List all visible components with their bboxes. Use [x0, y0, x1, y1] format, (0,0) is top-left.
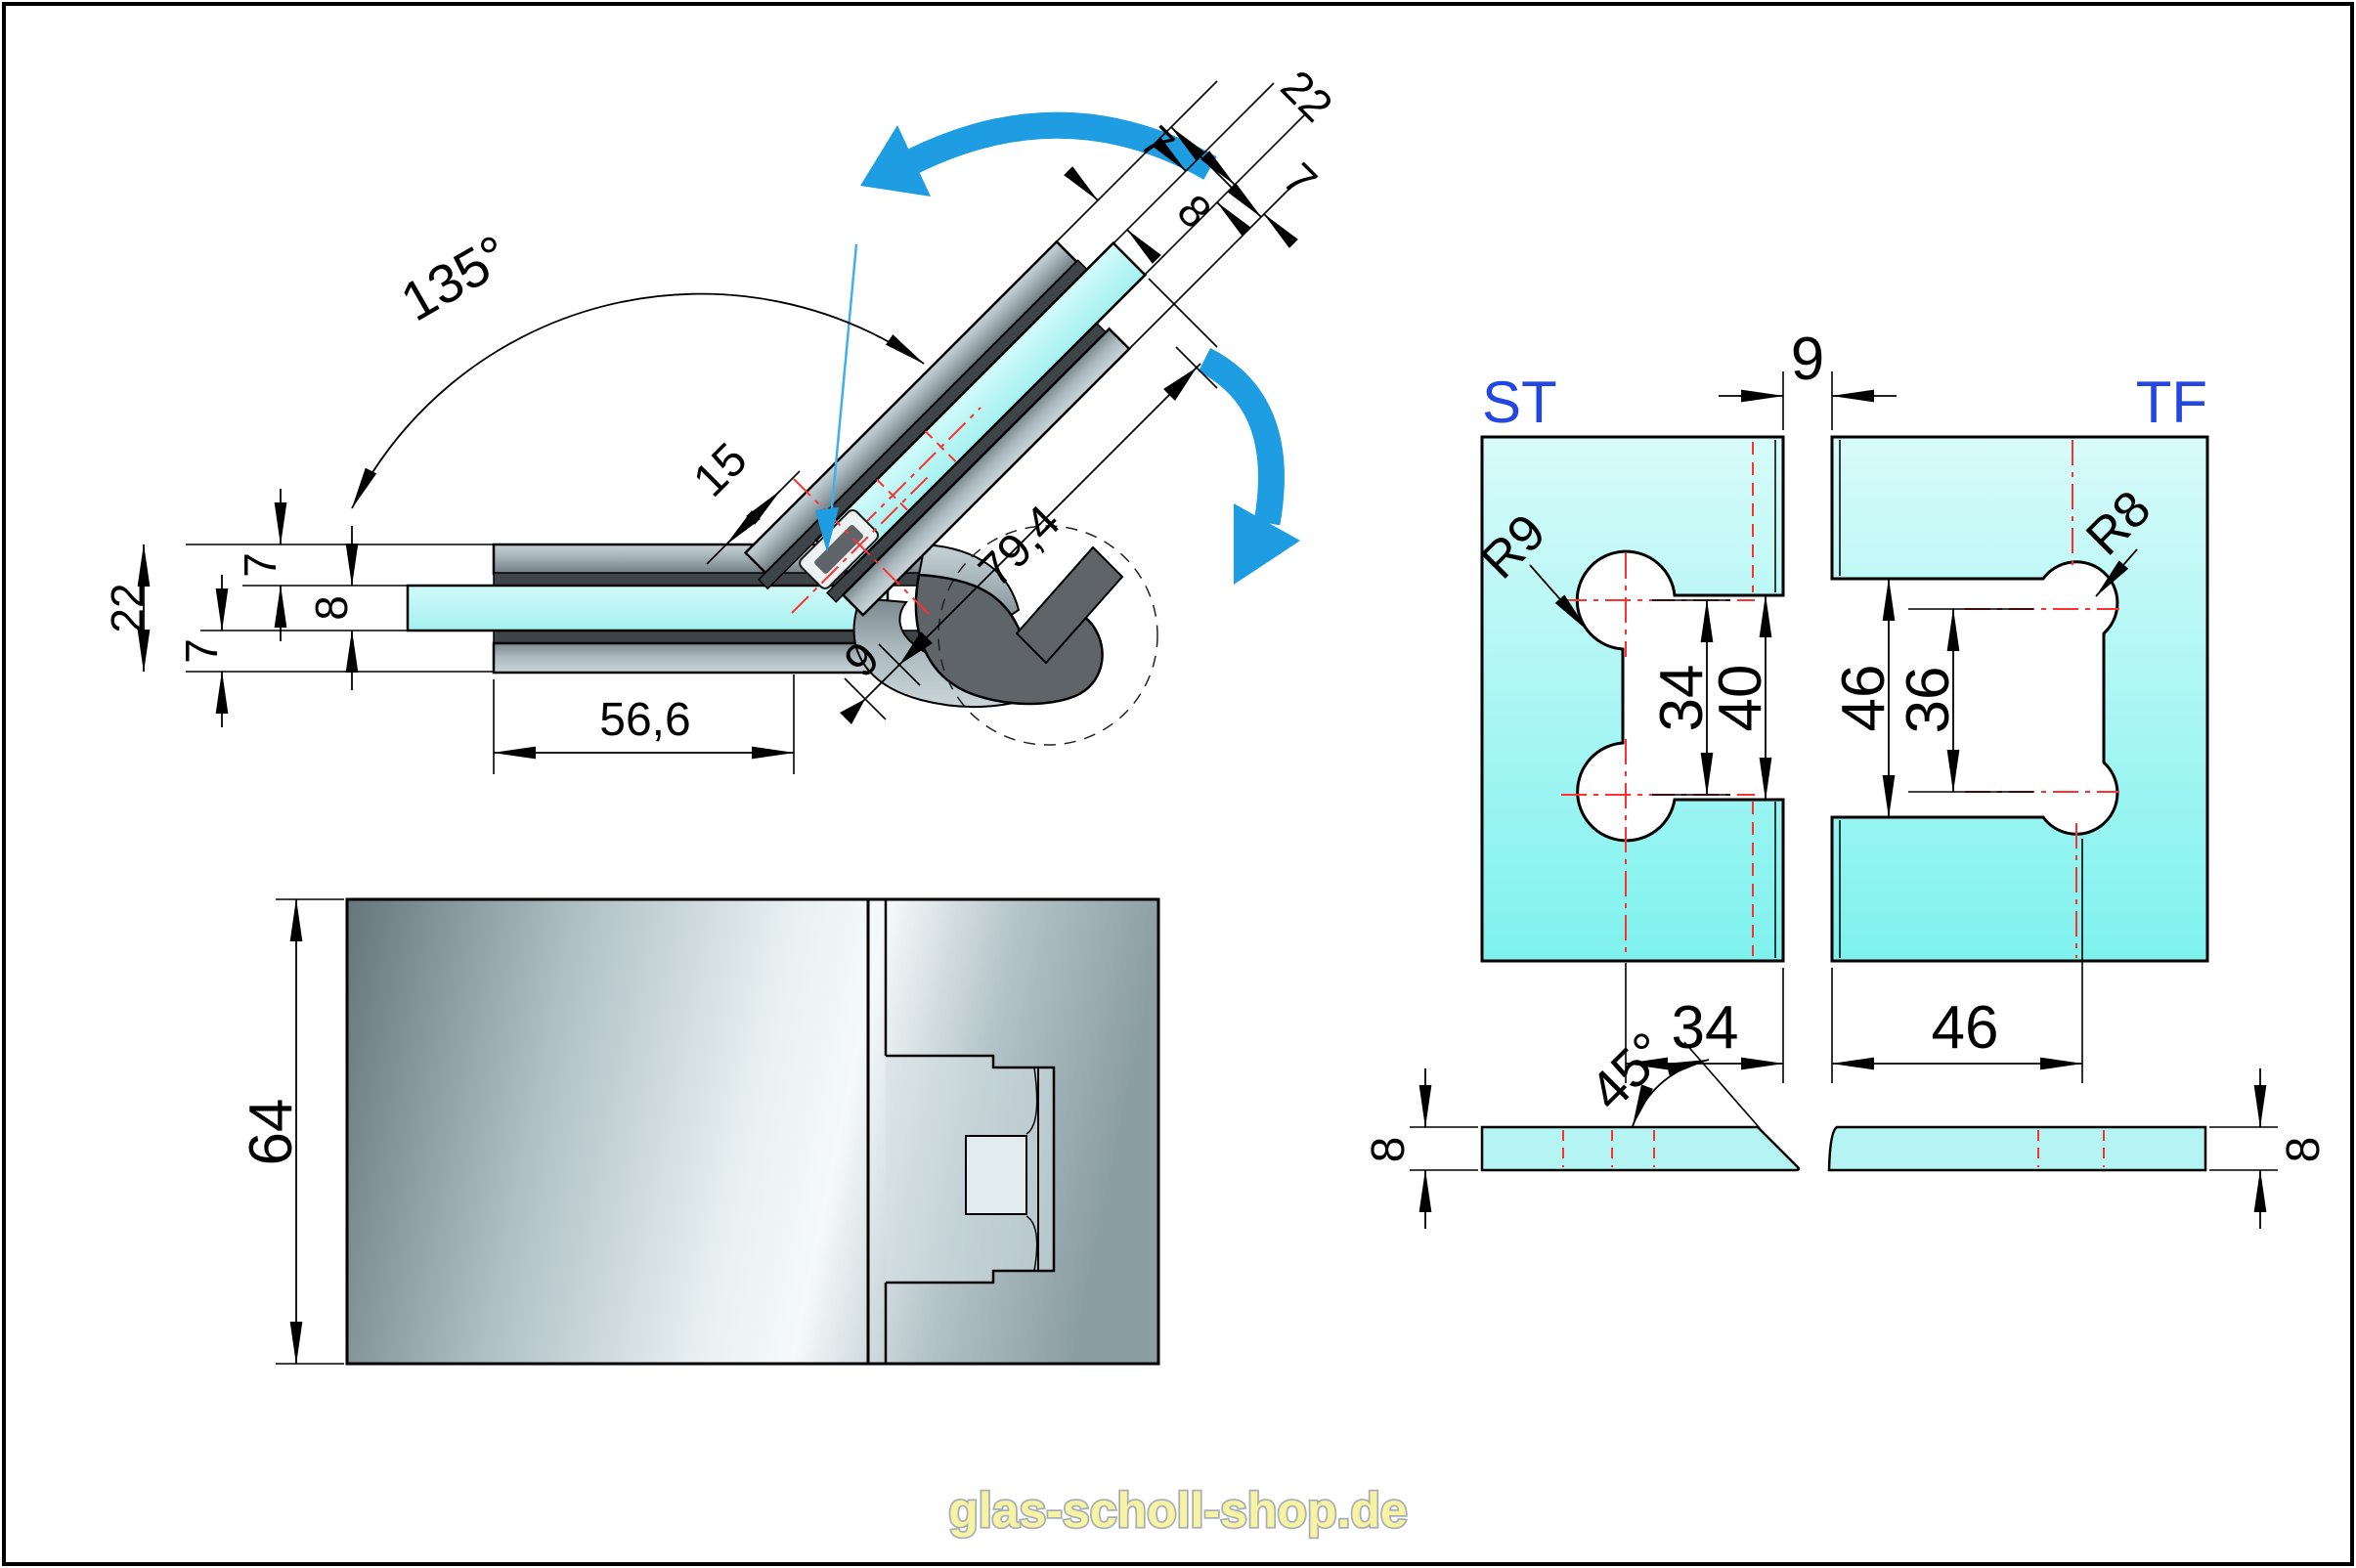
- seal-channel-core: [814, 525, 863, 574]
- angle-arc-135: [351, 292, 925, 509]
- dim-diag-inner: 7: [1274, 153, 1328, 207]
- side-strip-centerlines-red: [1562, 1130, 2105, 1167]
- front-view: 64: [238, 897, 1160, 1366]
- dim-left-top: 7: [235, 552, 285, 578]
- dim-left-bottom: 7: [176, 638, 227, 664]
- dim-bevel-angle: 45°: [1577, 1020, 1679, 1121]
- dim-group-15: [706, 470, 801, 565]
- dim-right-thickness: 8: [2278, 1137, 2330, 1163]
- cross-section-view: 135° 22 7 8 7 56,6: [102, 61, 1342, 774]
- dim-angle-135: 135°: [391, 223, 520, 332]
- rotation-arrow-right-head-icon: [1234, 503, 1300, 585]
- bevel-reference-line: [1683, 1041, 1761, 1129]
- st-glass-outline: [1480, 435, 1785, 963]
- dim-group-thickness: [1410, 1068, 2278, 1229]
- dim-front-height: 64: [238, 1099, 305, 1166]
- dim-seal-width: 15: [683, 433, 757, 506]
- dim-left-thickness: 8: [1363, 1137, 1415, 1163]
- arrowhead: [1163, 368, 1197, 401]
- dim-group-diagonal-stack: [1056, 80, 1306, 350]
- tab-insert: [965, 1135, 1027, 1215]
- label-st: ST: [1482, 370, 1557, 435]
- clamp-plate-inner-diagonal: [841, 327, 1131, 617]
- dim-glass-overlap: 56,6: [599, 694, 690, 746]
- side-views: 45° 8 8: [1363, 1020, 2330, 1229]
- dim-diag-glass: 8: [1168, 185, 1222, 239]
- rotation-arrow-top-head-icon: [860, 125, 931, 196]
- arrowhead: [840, 699, 865, 724]
- rotation-arrow-right-icon: [1198, 347, 1285, 526]
- bevel-angle-arc: [1632, 1059, 1710, 1127]
- dim-group-56-6: [493, 675, 795, 774]
- tf-side-strip: [1827, 1125, 2207, 1172]
- dim-group-64: [276, 898, 344, 1365]
- tab-spring-curve: [1025, 1067, 1038, 1135]
- seal-pointer-icon: [815, 507, 839, 552]
- pivot-circle: [938, 525, 1158, 746]
- tf-centerlines-red: [1965, 440, 2119, 958]
- dim-st-lobe-distance: 34: [1648, 665, 1716, 732]
- dim-tf-cutout-width: 46: [1932, 994, 1999, 1062]
- dim-group-left-stack: [137, 489, 494, 727]
- dim-left-glass: 8: [306, 595, 357, 621]
- dim-template-gap: 9: [1791, 326, 1824, 393]
- glass-panel-horizontal: [406, 584, 890, 632]
- st-side-strip: [1480, 1125, 1801, 1172]
- dim-group-templates: [1529, 371, 2138, 1083]
- hinge-centerline-red: [791, 473, 932, 614]
- dim-st-cutout-width: 34: [1672, 994, 1739, 1062]
- dim-st-cutout-height: 40: [1707, 665, 1774, 732]
- hinge-knuckle-body: [914, 573, 1104, 706]
- watermark-text: glas-scholl-shop.de: [948, 1483, 1408, 1538]
- tab-spring-curve: [1025, 1215, 1038, 1272]
- dim-left-total: 22: [102, 583, 153, 632]
- dim-diag-total: 22: [1272, 61, 1343, 132]
- dim-tf-inner-height: 36: [1895, 667, 1962, 734]
- dim-tf-cutout-height: 46: [1830, 665, 1898, 732]
- hinge-knuckle-arm: [1015, 545, 1124, 665]
- label-tf: TF: [2136, 370, 2207, 435]
- arrowhead: [899, 632, 933, 665]
